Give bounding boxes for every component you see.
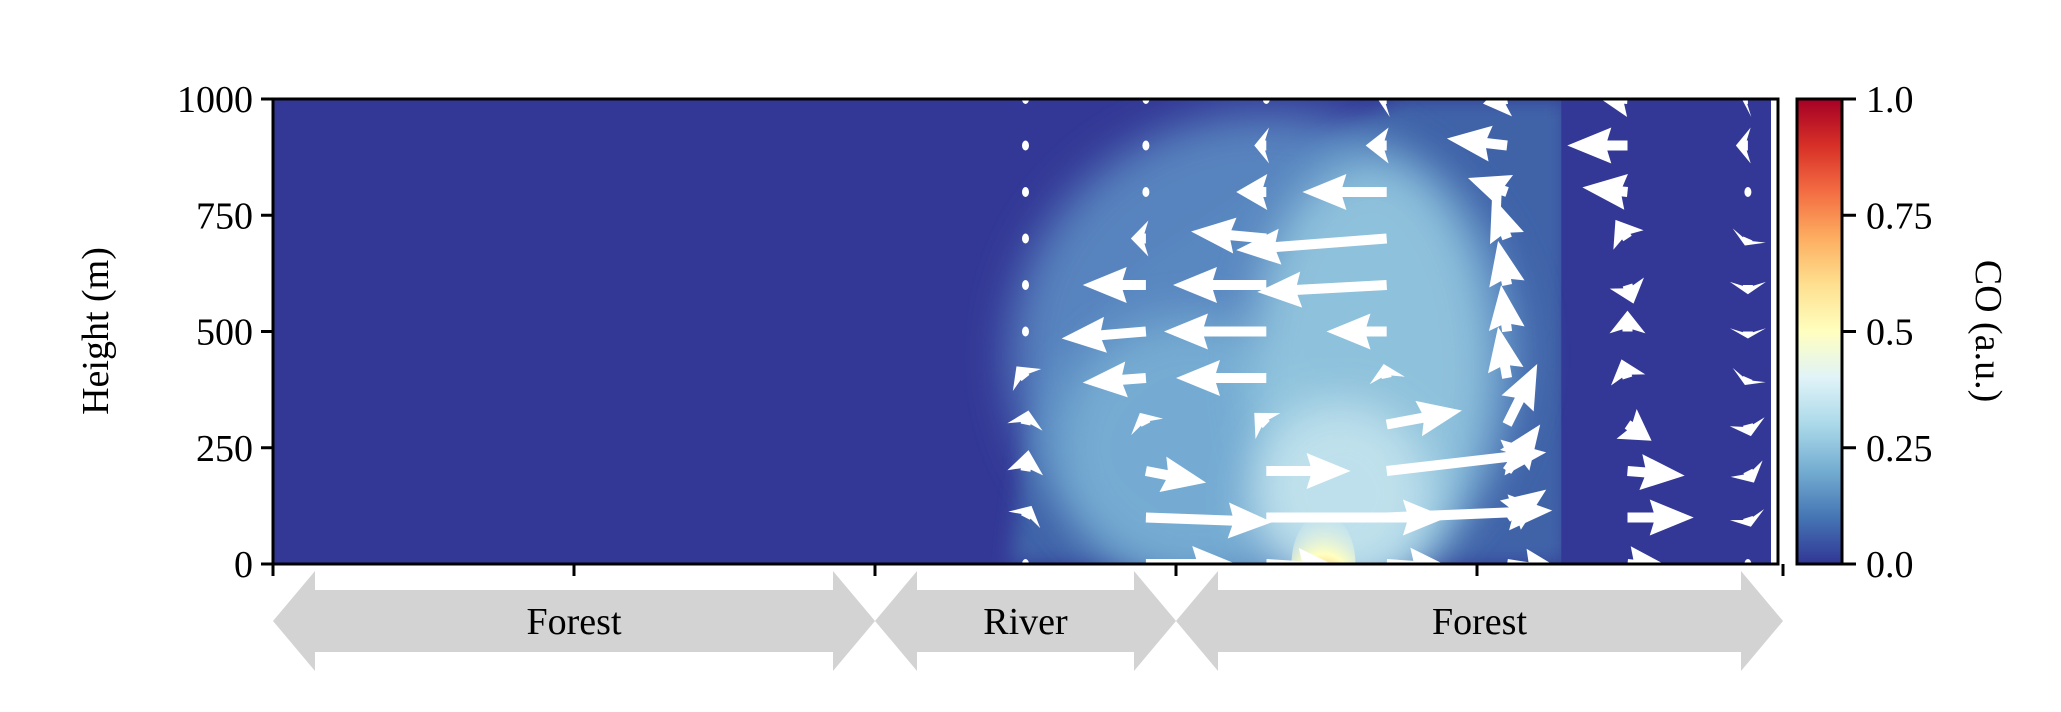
wind-vector-arrow xyxy=(1008,505,1041,529)
region-band-arrow xyxy=(875,571,1176,671)
wind-vector-arrow xyxy=(1257,271,1387,308)
wind-vector-arrow xyxy=(1385,400,1462,437)
wind-vector-arrow xyxy=(1732,367,1766,385)
wind-vector-arrow xyxy=(1488,285,1525,333)
wind-vector-arrow xyxy=(1609,310,1646,334)
wind-vector-arrow xyxy=(1567,127,1628,164)
wind-vector-dot xyxy=(1744,187,1752,197)
wind-vector-arrow xyxy=(1130,220,1149,257)
y-tick-label: 750 xyxy=(196,195,253,237)
wind-vector-arrow xyxy=(1487,326,1524,379)
wind-vector-arrow xyxy=(1082,361,1147,398)
wind-vector-arrow xyxy=(1626,546,1673,564)
wind-vector-arrow xyxy=(1145,502,1273,539)
wind-vector-arrow xyxy=(1131,412,1164,436)
region-label: Forest xyxy=(527,601,622,643)
colorbar-tick-label: 0.75 xyxy=(1866,195,1933,237)
wind-vector-dot xyxy=(1022,233,1029,244)
wind-vector-arrow xyxy=(1365,127,1389,164)
wind-vector-arrow xyxy=(1732,228,1766,246)
wind-vector-arrow xyxy=(1582,173,1629,210)
wind-vector-arrow xyxy=(1627,499,1694,536)
wind-vector-arrow xyxy=(1369,364,1405,385)
co-concentration-field xyxy=(273,99,1778,564)
wind-vector-arrow xyxy=(1627,454,1685,491)
wind-vector-arrow xyxy=(1616,408,1652,441)
wind-vector-arrow xyxy=(1730,460,1763,483)
wind-vector-arrow xyxy=(1266,499,1447,536)
wind-vector-arrow xyxy=(1611,359,1646,386)
colorbar-tick-label: 0.0 xyxy=(1866,544,1914,586)
y-axis: 0 250 500 750 1000 xyxy=(177,79,273,586)
colorbar-tick-label: 1.0 xyxy=(1866,79,1914,121)
wind-vector-arrow xyxy=(1501,364,1538,427)
co-peak xyxy=(1291,514,1356,564)
wind-vector-arrow xyxy=(1266,453,1351,489)
plume-feature xyxy=(1251,401,1432,564)
wind-vector-arrow xyxy=(1483,99,1513,117)
wind-vector-arrow xyxy=(1163,313,1267,350)
y-tick-label: 0 xyxy=(234,544,253,586)
wind-vector-arrow xyxy=(1302,174,1387,210)
wind-vector-arrow xyxy=(1609,277,1644,304)
wind-vector-arrow xyxy=(1144,456,1207,492)
wind-vector-dot xyxy=(1142,187,1150,197)
wind-vector-arrow xyxy=(1145,546,1237,564)
y-tick-label: 250 xyxy=(196,428,253,470)
wind-vector-arrow xyxy=(1326,313,1387,350)
colorbar-axis: 0.0 0.25 0.5 0.75 1.0 xyxy=(1842,79,1933,586)
y-tick-label: 1000 xyxy=(177,79,253,121)
wind-vector-arrow xyxy=(1729,328,1766,339)
region-label: River xyxy=(983,601,1068,643)
wind-vector-arrow xyxy=(1735,127,1751,164)
wind-vector-arrow xyxy=(1446,125,1508,162)
wind-vector-arrow xyxy=(1191,217,1267,254)
wind-vector-arrow xyxy=(1613,219,1644,250)
co-plume xyxy=(1010,99,1592,564)
wind-vector-arrow xyxy=(1500,424,1541,474)
wind-vector-arrow xyxy=(1172,267,1267,303)
wind-vector-arrow xyxy=(1007,450,1044,476)
wind-vector-arrow xyxy=(1489,240,1525,288)
wind-vector-arrow xyxy=(1236,174,1268,210)
wind-vector-arrow xyxy=(1490,196,1524,245)
colorbar-tick-label: 0.25 xyxy=(1866,428,1933,470)
colorbar xyxy=(1795,97,1844,566)
wind-vector-arrow xyxy=(1007,410,1043,431)
wind-vector-arrow xyxy=(1729,509,1765,527)
wind-vector-arrow xyxy=(1467,174,1513,209)
wind-vector-dot xyxy=(1022,326,1029,337)
colorbar-tick-label: 0.5 xyxy=(1866,312,1914,354)
wind-vector-arrow xyxy=(1012,366,1042,392)
wind-vector-arrow xyxy=(1729,281,1766,295)
region-label: Forest xyxy=(1432,601,1527,643)
y-axis-label: Height (m) xyxy=(75,247,117,415)
wind-vector-dot xyxy=(1142,140,1150,151)
wind-vector-dot xyxy=(1022,140,1029,151)
y-tick-label: 500 xyxy=(196,312,253,354)
wind-vector-arrow xyxy=(1499,489,1547,530)
wind-vector-dot xyxy=(1022,187,1029,197)
region-band-arrow xyxy=(273,571,875,671)
region-band-arrow xyxy=(1176,571,1783,671)
wind-vector-arrow xyxy=(1082,267,1146,303)
wind-vector-arrow xyxy=(1254,127,1270,164)
wind-vector-arrow xyxy=(1061,316,1147,353)
wind-vector-arrow xyxy=(1254,412,1281,440)
colorbar-label: CO (a.u.) xyxy=(1967,260,2009,402)
wind-vector-arrow xyxy=(1729,417,1765,437)
region-bands: Forest River Forest xyxy=(273,571,1783,671)
wind-vector-arrow xyxy=(1236,228,1388,265)
wind-vector-dot xyxy=(1022,280,1029,290)
plume-right-edge xyxy=(1561,99,1592,564)
field-edge-gap xyxy=(1771,99,1778,564)
wind-vector-arrow xyxy=(1176,360,1267,396)
x-axis xyxy=(271,564,1785,576)
